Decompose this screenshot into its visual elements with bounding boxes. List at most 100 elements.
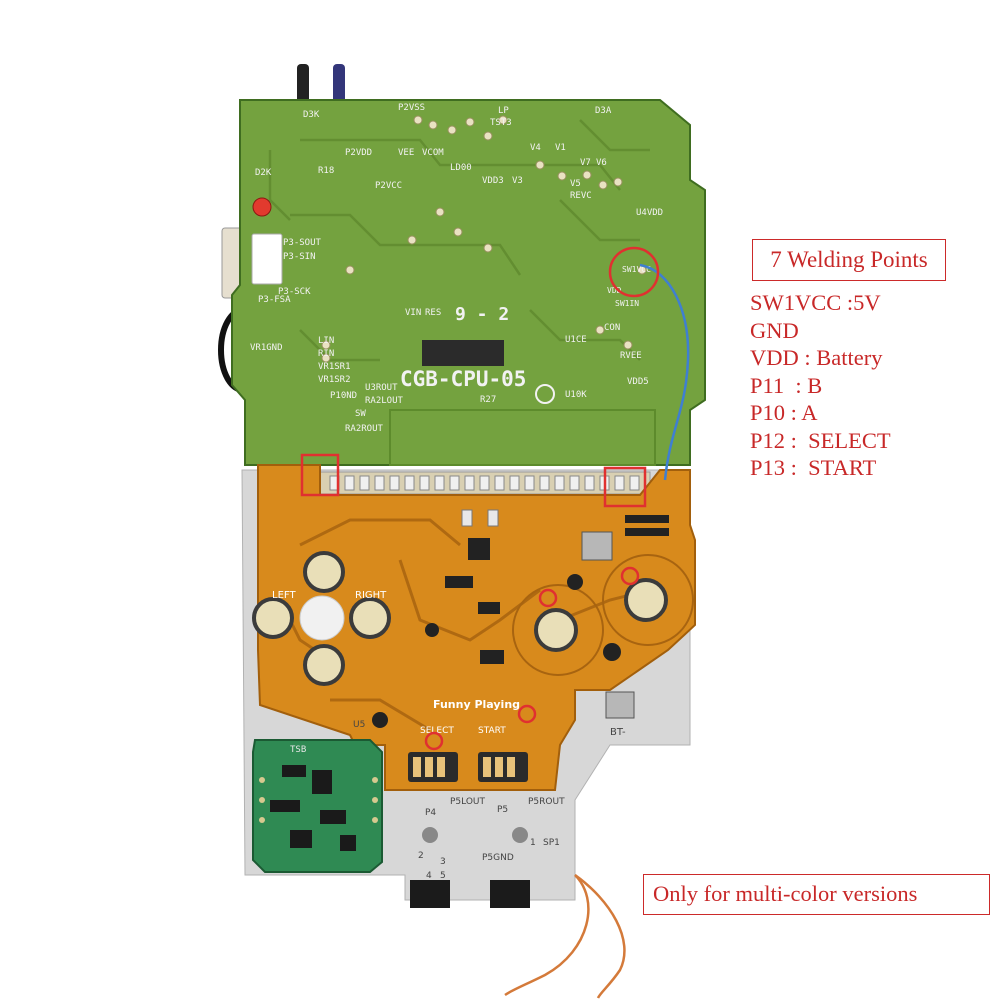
audio-jack-right [490, 880, 530, 908]
cs-mark [535, 384, 555, 404]
legend-item: P11 : B [750, 372, 823, 398]
label-vr1gnd: VR1GND [250, 343, 283, 353]
label-ld00: LD00 [450, 163, 472, 173]
label-pin-3: 3 [440, 857, 446, 867]
board-sub-label: 9 - 2 [455, 304, 509, 325]
label-d2k: D2K [255, 168, 272, 178]
label-vr1sr2: VR1SR2 [318, 375, 351, 385]
label-pin-4: 4 [426, 871, 432, 881]
label-pin-1: 1 [530, 838, 536, 848]
label-sw: SW [355, 409, 366, 419]
marker-p12 [424, 731, 444, 751]
dpad-contacts [252, 551, 391, 686]
label-d3k: D3K [303, 110, 320, 120]
label-p5rout: P5ROUT [528, 797, 565, 807]
label-u4vdd: U4VDD [636, 208, 663, 218]
label-p3-sck: P3-SCK [278, 287, 311, 297]
marker-p10 [620, 566, 640, 586]
label-rin: RIN [318, 349, 334, 359]
label-pin-2: 2 [418, 851, 424, 861]
legend-item: GND [750, 317, 799, 343]
label-v3: V3 [512, 176, 523, 186]
legend-item: P12 : SELECT [750, 427, 891, 453]
label-start: START [478, 726, 506, 736]
copper-wire-1 [504, 874, 590, 997]
multi-color-note: Only for multi-color versions [643, 874, 990, 915]
label-vdd: VDD [607, 286, 622, 295]
marker-gnd [300, 453, 340, 497]
label-v4: V4 [530, 143, 541, 153]
welding-points-list: SW1VCC :5V GND VDD : Battery P11 : B P10… [750, 289, 891, 482]
label-bt: BT- [610, 727, 626, 738]
label-v1: V1 [555, 143, 566, 153]
label-select: SELECT [420, 726, 454, 736]
label-lin: LIN [318, 336, 334, 346]
power-switch-blue [333, 64, 345, 104]
label-p3-sout: P3-SOUT [283, 238, 322, 248]
label-sw1in: SW1IN [615, 299, 639, 308]
label-p3-sin: P3-SIN [283, 252, 316, 262]
label-rvee: RVEE [620, 351, 642, 361]
label-vin: VIN [405, 308, 421, 318]
label-v6: V6 [596, 158, 607, 168]
label-pin-5: 5 [440, 871, 446, 881]
power-switch-black [297, 64, 309, 104]
legend-item: VDD : Battery [750, 345, 883, 370]
label-lp: LP [498, 106, 509, 116]
label-u10k: U10K [565, 390, 587, 400]
legend-item: P10 : A [750, 400, 818, 425]
legend-item: SW1VCC :5V [750, 290, 881, 315]
label-ra2rout: RA2ROUT [345, 424, 384, 434]
label-vdd5: VDD5 [627, 377, 649, 387]
label-left: LEFT [272, 590, 296, 601]
label-u1ce: U1CE [565, 335, 587, 345]
label-con: CON [604, 323, 620, 333]
label-r18: R18 [318, 166, 334, 176]
label-r27: R27 [480, 395, 496, 405]
label-p2vss: P2VSS [398, 103, 425, 113]
label-p5: P5 [497, 805, 508, 815]
label-sp1: SP1 [543, 838, 560, 848]
flex-brand-label: Funny Playing [433, 698, 520, 711]
label-revc: REVC [570, 191, 592, 201]
label-v5: V5 [570, 179, 581, 189]
marker-vdd [603, 466, 647, 508]
label-p4: P4 [425, 808, 436, 818]
label-p5gnd: P5GND [482, 853, 514, 863]
power-led [252, 197, 272, 217]
label-v7: V7 [580, 158, 591, 168]
label-right: RIGHT [355, 590, 387, 601]
blue-wire [639, 263, 690, 481]
label-d3a: D3A [595, 106, 612, 116]
label-tst3: TST3 [490, 118, 512, 128]
label-u5: U5 [353, 720, 365, 730]
label-vee: VEE [398, 148, 414, 158]
label-p3-fsa: P3-FSA [258, 295, 291, 305]
label-vdd3: VDD3 [482, 176, 504, 186]
b-button-contact [534, 608, 578, 652]
marker-p11 [538, 588, 558, 608]
welding-point-markers [300, 246, 660, 751]
main-pcb [231, 99, 706, 466]
label-sw1vcc: SW1VCC [622, 265, 651, 274]
lcd-connector-pads [422, 340, 504, 366]
flex-ic [468, 538, 490, 560]
label-vr1sr1: VR1SR1 [318, 362, 351, 372]
a-button-contact [624, 578, 668, 622]
label-p2vdd: P2VDD [345, 148, 372, 158]
label-vcom: VCOM [422, 148, 444, 158]
copper-wire-2 [574, 873, 626, 999]
label-p5lout: P5LOUT [450, 797, 486, 807]
marker-sw1vcc [608, 246, 660, 298]
label-p10nd: P10ND [330, 391, 357, 401]
label-tsb: TSB [290, 745, 306, 755]
label-res: RES [425, 308, 441, 318]
label-u3rout: U3ROUT [365, 383, 398, 393]
welding-points-title: 7 Welding Points [752, 239, 946, 281]
legend-item: P13 : START [750, 455, 877, 480]
marker-p13 [517, 704, 537, 724]
board-model-label: CGB-CPU-05 [400, 367, 526, 391]
label-ra2lout: RA2LOUT [365, 396, 404, 406]
label-p2vcc: P2VCC [375, 181, 402, 191]
